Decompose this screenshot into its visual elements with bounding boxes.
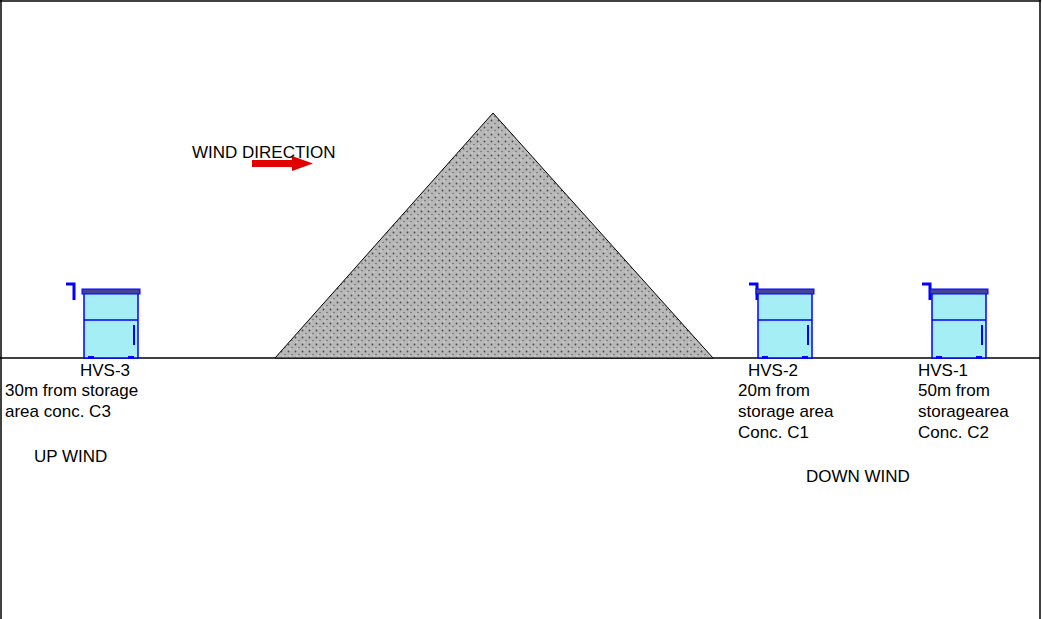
sampler-hvs-2 [749, 284, 814, 359]
storage-pile [275, 113, 713, 358]
sampler-name: HVS-1 [918, 360, 968, 381]
side-label: DOWN WIND [806, 466, 910, 487]
sampler-note: 50m from storagearea Conc. C2 [918, 380, 1026, 443]
sampler-note: 30m from storage area conc. C3 [5, 380, 155, 422]
sampler-name: HVS-2 [748, 360, 798, 381]
sampler-hvs-3 [66, 284, 140, 359]
side-label: UP WIND [34, 446, 107, 467]
sampler-note: 20m from storage area Conc. C1 [738, 380, 850, 443]
wind-label: WIND DIRECTION [192, 142, 336, 163]
sampler-hvs-1 [922, 284, 988, 359]
sampler-name: HVS-3 [80, 360, 130, 381]
